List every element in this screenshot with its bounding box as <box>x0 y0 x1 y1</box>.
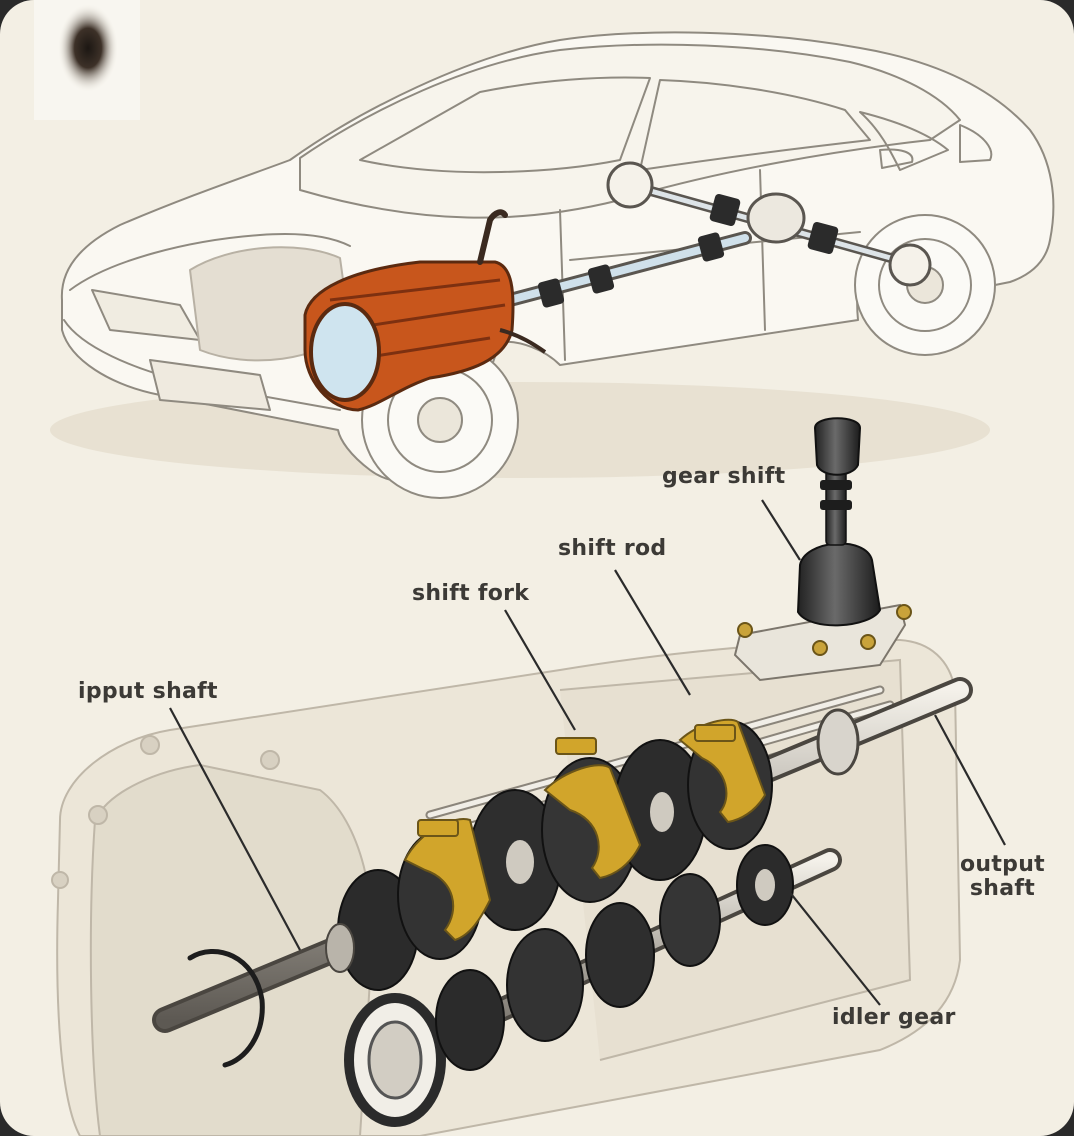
gear-shift-assembly <box>733 417 912 682</box>
label-shift-fork: shift fork <box>412 581 530 606</box>
label-gear-shift: gear shift <box>662 464 786 489</box>
label-idler-gear: idler gear <box>832 1005 956 1030</box>
blurred-corner-patch <box>34 0 140 120</box>
counter-shaft <box>344 844 842 1127</box>
label-output-shaft-line2: shaft <box>969 876 1036 901</box>
label-output-shaft-line1: output <box>959 852 1046 877</box>
driveshaft <box>503 161 932 308</box>
rotation-arrow-icon <box>187 948 265 1068</box>
label-input-shaft: ipput shaft <box>78 679 218 704</box>
label-shift-rod: shift rod <box>558 536 667 561</box>
leader-lines <box>169 499 1006 1006</box>
transmission-highlight <box>303 209 547 412</box>
label-output-shaft: output shaft <box>955 853 1050 901</box>
shift-forks <box>403 718 767 942</box>
